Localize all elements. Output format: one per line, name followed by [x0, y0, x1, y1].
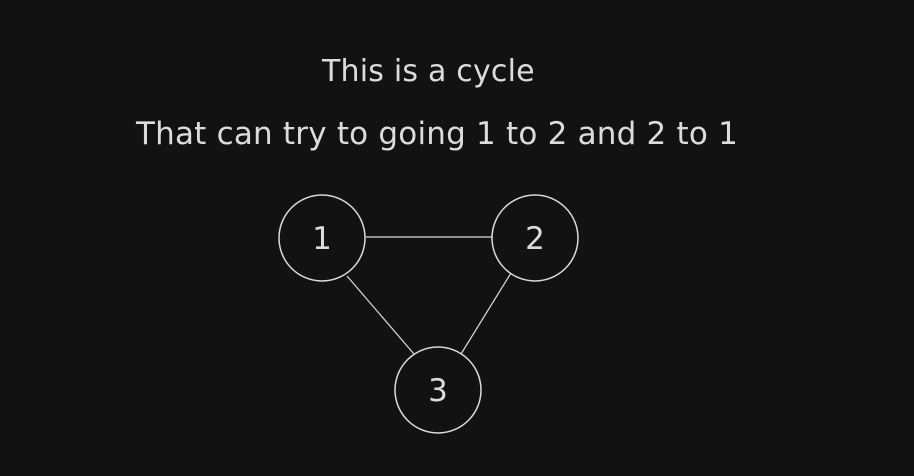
caption-line-2: That can try to going 1 to 2 and 2 to 1 [136, 116, 739, 152]
node-2-label: 2 [525, 221, 545, 257]
node-3-circle [394, 346, 482, 434]
node-3: 3 [394, 346, 482, 434]
node-3-label: 3 [428, 373, 448, 409]
node-1-circle [278, 194, 366, 282]
node-1: 1 [278, 194, 366, 282]
node-1-label: 1 [312, 221, 332, 257]
node-2: 2 [491, 194, 579, 282]
caption-line-1: This is a cycle [322, 54, 535, 89]
node-2-circle [491, 194, 579, 282]
edge-2-3 [460, 272, 512, 355]
edge-1-3 [346, 275, 415, 355]
